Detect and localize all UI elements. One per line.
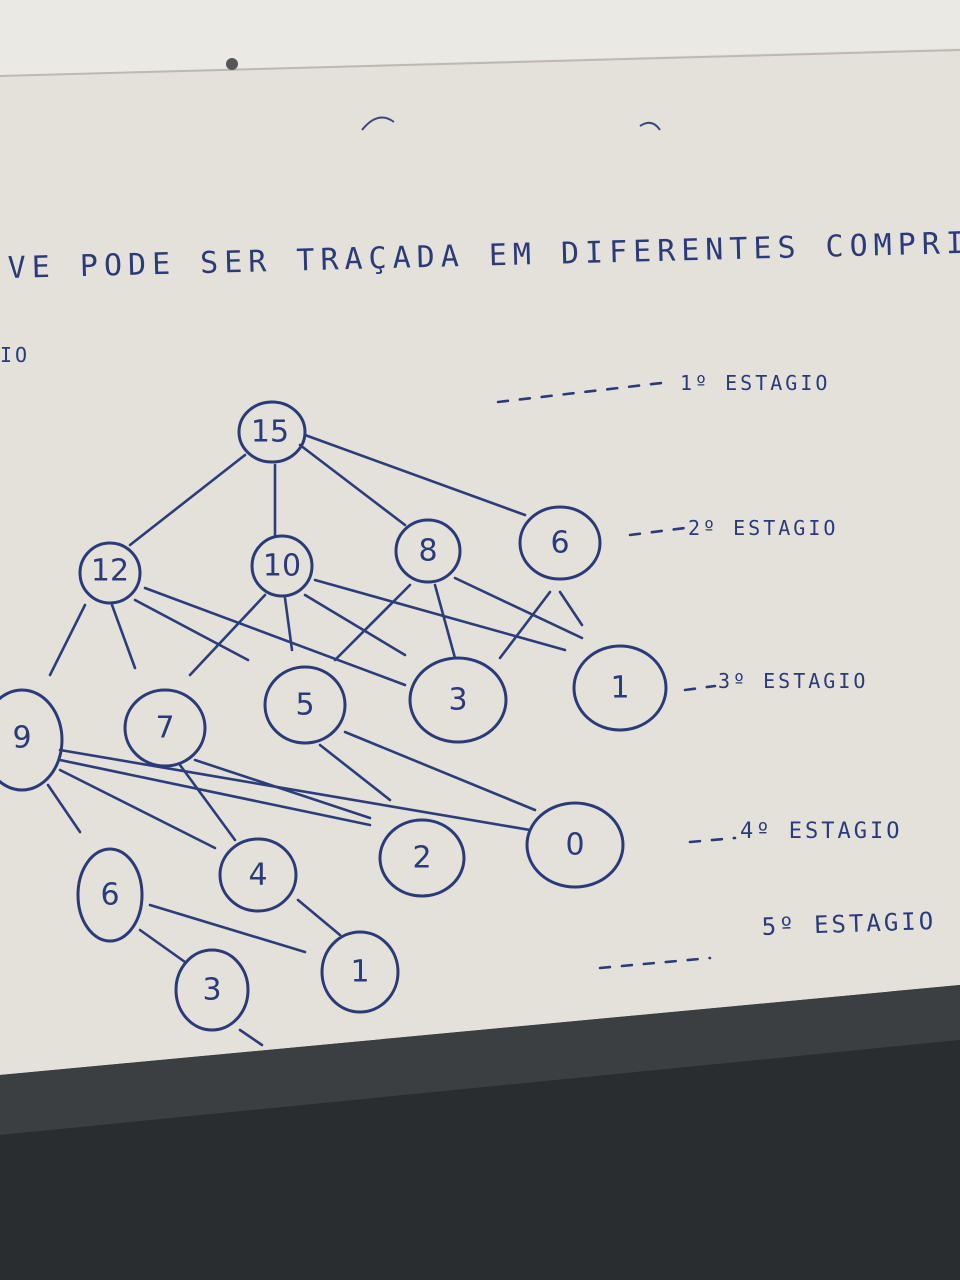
node-8: 8 (394, 518, 462, 584)
marker-scribble (639, 121, 661, 131)
edge-10-3 (303, 593, 407, 657)
node-circle (378, 818, 466, 898)
graph-nodes: 15 12 10 8 6 9 7 5 (0, 400, 668, 1032)
node-2: 2 (378, 818, 466, 898)
node-circle (525, 801, 625, 889)
edge-15-6 (303, 433, 527, 517)
stage-2-label: 2º ESTAGIO (688, 516, 838, 540)
node-label: 12 (91, 554, 129, 589)
edge-6-1 (558, 590, 584, 627)
stage-4-label: 4º ESTAGIO (740, 819, 902, 844)
edge-4-1 (296, 898, 342, 937)
node-circle (123, 688, 207, 768)
edge-7-4 (178, 763, 237, 842)
node-4: 4 (218, 837, 298, 913)
edge-9-2 (58, 758, 372, 827)
node-circle (518, 505, 602, 581)
node-circle (218, 837, 298, 913)
stage-5-dash (598, 956, 712, 970)
edge-9-4 (58, 768, 217, 850)
edge-12-9 (48, 603, 87, 677)
node-label: 1 (610, 671, 629, 706)
edge-9-0 (58, 748, 532, 832)
node-1-stage5: 1 (320, 930, 400, 1014)
edge-10-1 (313, 578, 567, 652)
stage-3-label: 3º ESTAGIO (718, 669, 868, 693)
node-7: 7 (123, 688, 207, 768)
node-circle (263, 665, 347, 745)
edge-7-2 (193, 758, 372, 820)
node-label: 1 (350, 955, 369, 990)
node-3-stage3: 3 (408, 656, 508, 744)
board-screw (226, 58, 238, 70)
node-circle (408, 656, 508, 744)
edge-12-3 (143, 586, 407, 687)
edge-12-7 (110, 603, 137, 670)
edge-8-3 (433, 583, 457, 660)
node-label: 6 (100, 878, 119, 913)
node-15: 15 (237, 400, 307, 464)
edge-15-12 (128, 453, 247, 547)
node-label: 2 (412, 841, 431, 876)
edge-5-2 (318, 743, 392, 802)
edge-8-1 (453, 576, 584, 640)
edge-12-5 (133, 598, 250, 662)
node-circle (174, 948, 250, 1032)
node-label: 0 (565, 828, 584, 863)
node-circle (572, 644, 668, 732)
node-circle (250, 534, 314, 598)
stage-3-dash (683, 684, 717, 692)
node-label: 10 (263, 549, 301, 584)
stage-2-dash (628, 526, 687, 537)
node-5: 5 (263, 665, 347, 745)
edge-6-3-bottom (138, 928, 187, 964)
node-label: 15 (251, 415, 289, 450)
board-top-edge (0, 49, 960, 77)
node-6-stage2: 6 (518, 505, 602, 581)
graph-edges (46, 433, 584, 1047)
node-label: 8 (418, 534, 437, 569)
board-top-band (0, 0, 960, 75)
heading-line-2: IO (0, 343, 30, 367)
node-12: 12 (78, 541, 142, 605)
node-9: 9 (0, 688, 64, 792)
stage-4-dash (688, 836, 737, 844)
lower-frame (0, 1040, 960, 1280)
node-label: 3 (202, 973, 221, 1008)
node-label: 6 (550, 526, 569, 561)
node-circle (320, 930, 400, 1014)
edge-8-5 (333, 583, 412, 662)
node-circle (394, 518, 462, 584)
node-3-stage5: 3 (174, 948, 250, 1032)
node-circle (76, 847, 144, 943)
marker-scribble (361, 116, 395, 131)
edge-9-6 (46, 783, 82, 834)
node-10: 10 (250, 534, 314, 598)
node-label: 4 (248, 858, 267, 893)
node-1-stage3: 1 (572, 644, 668, 732)
node-6-stage4: 6 (76, 847, 144, 943)
edge-15-8 (298, 443, 407, 527)
edge-6-3 (498, 590, 552, 660)
whiteboard-surface (0, 0, 960, 1075)
edge-6-1-bottom (148, 903, 307, 954)
node-circle (78, 541, 142, 605)
stage-1-dash (496, 380, 672, 404)
node-label: 3 (448, 683, 467, 718)
node-label: 7 (155, 711, 174, 746)
edge-3-trail (238, 1028, 264, 1047)
node-circle (237, 400, 307, 464)
marker-tray (0, 985, 960, 1135)
stage-1-label: 1º ESTAGIO (680, 371, 830, 395)
node-label: 9 (12, 721, 31, 756)
node-label: 5 (295, 688, 314, 723)
edge-10-7 (188, 593, 267, 677)
node-circle (0, 688, 64, 792)
edge-10-5 (283, 596, 294, 652)
stage-5-label: 5º ESTAGIO (761, 907, 936, 941)
edge-5-0 (343, 730, 537, 812)
node-0: 0 (525, 801, 625, 889)
